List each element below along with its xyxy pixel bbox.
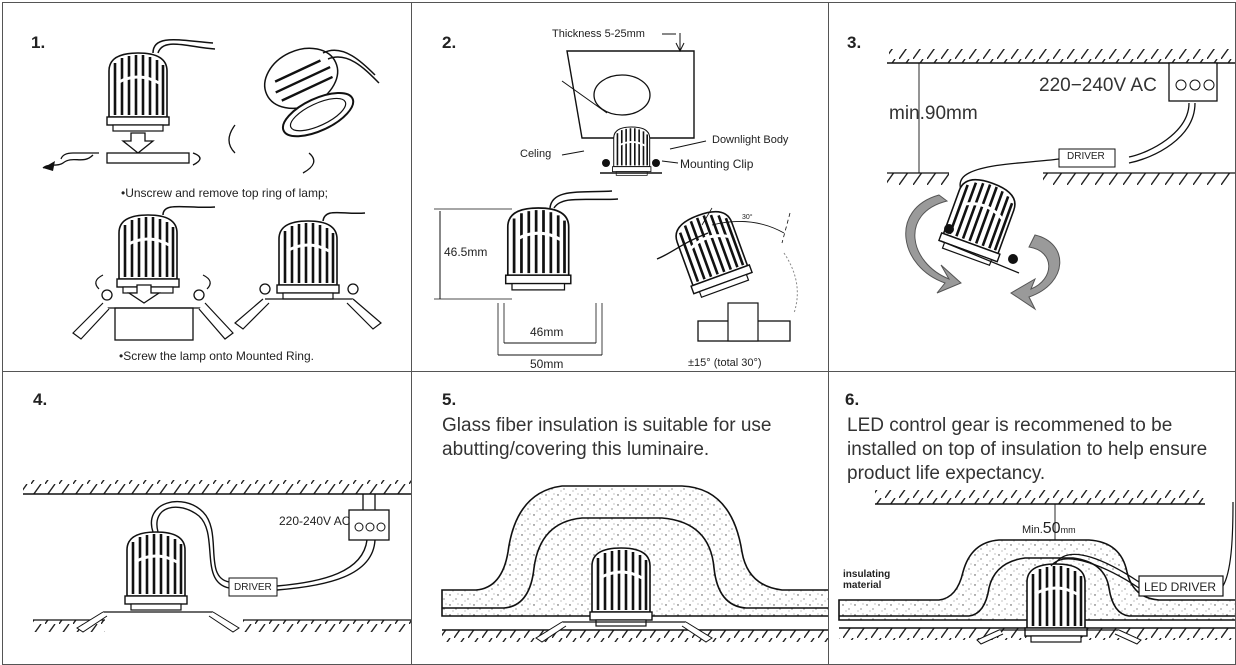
panel-2-illustration (434, 33, 798, 356)
panel-6-illustration (838, 490, 1235, 645)
label-tilt: ±15° (total 30°) (688, 357, 762, 369)
label-inner-width: 46mm (530, 325, 564, 339)
panel-4-illustration (23, 480, 411, 633)
label-min-value: 50 (1042, 520, 1061, 537)
panel-2: 2. (411, 2, 829, 372)
panel-1: 1. (2, 2, 412, 372)
panel-6: 6. LED control gear is recommened to be … (828, 371, 1236, 665)
panel-1-illustration (42, 39, 382, 341)
label-thickness: Thickness 5-25mm (552, 28, 645, 40)
label-driver-3: DRIVER (1067, 151, 1105, 162)
label-min-unit: mm (1060, 525, 1076, 535)
label-mounting-clip: Mounting Clip (680, 157, 754, 171)
panel-6-number: 6. (845, 390, 860, 409)
panel-1-caption-unscrew: •Unscrew and remove top ring of lamp; (121, 186, 328, 200)
panel-3: 3. 220−240V AC (828, 2, 1236, 372)
panel-3-illustration (887, 49, 1235, 311)
panel-5-illustration (441, 485, 828, 643)
label-insulating-material: insulating material (843, 569, 891, 591)
label-ceiling: Celing (520, 148, 552, 160)
panel-5: 5. Glass fiber insulation is suitable fo… (411, 371, 829, 665)
label-outer-width: 50mm (530, 357, 564, 371)
label-min: Min.50mm (1022, 520, 1076, 538)
label-height: 46.5mm (444, 245, 488, 259)
label-downlight-body: Downlight Body (712, 134, 789, 146)
panel-5-text: Glass fiber insulation is suitable for u… (442, 415, 772, 460)
panel-6-text: LED control gear is recommened to be ins… (847, 415, 1208, 484)
panel-1-number: 1. (31, 33, 46, 52)
panel-4-number: 4. (33, 390, 48, 409)
label-min-prefix: Min. (1022, 524, 1043, 536)
label-min-distance: min.90mm (889, 103, 978, 124)
panel-5-number: 5. (442, 390, 457, 409)
label-driver-4: DRIVER (234, 582, 272, 593)
label-led-driver: LED DRIVER (1144, 580, 1217, 594)
label-voltage-3: 220−240V AC (1039, 75, 1157, 96)
panel-1-caption-screw: •Screw the lamp onto Mounted Ring. (119, 349, 314, 363)
label-voltage-4: 220-240V AC (279, 514, 351, 528)
panel-3-number: 3. (847, 33, 862, 52)
panel-4: 4. 220-240V AC DRIVER (2, 371, 412, 665)
label-tilt-angle: 30° (742, 214, 753, 221)
panel-2-number: 2. (442, 33, 457, 52)
